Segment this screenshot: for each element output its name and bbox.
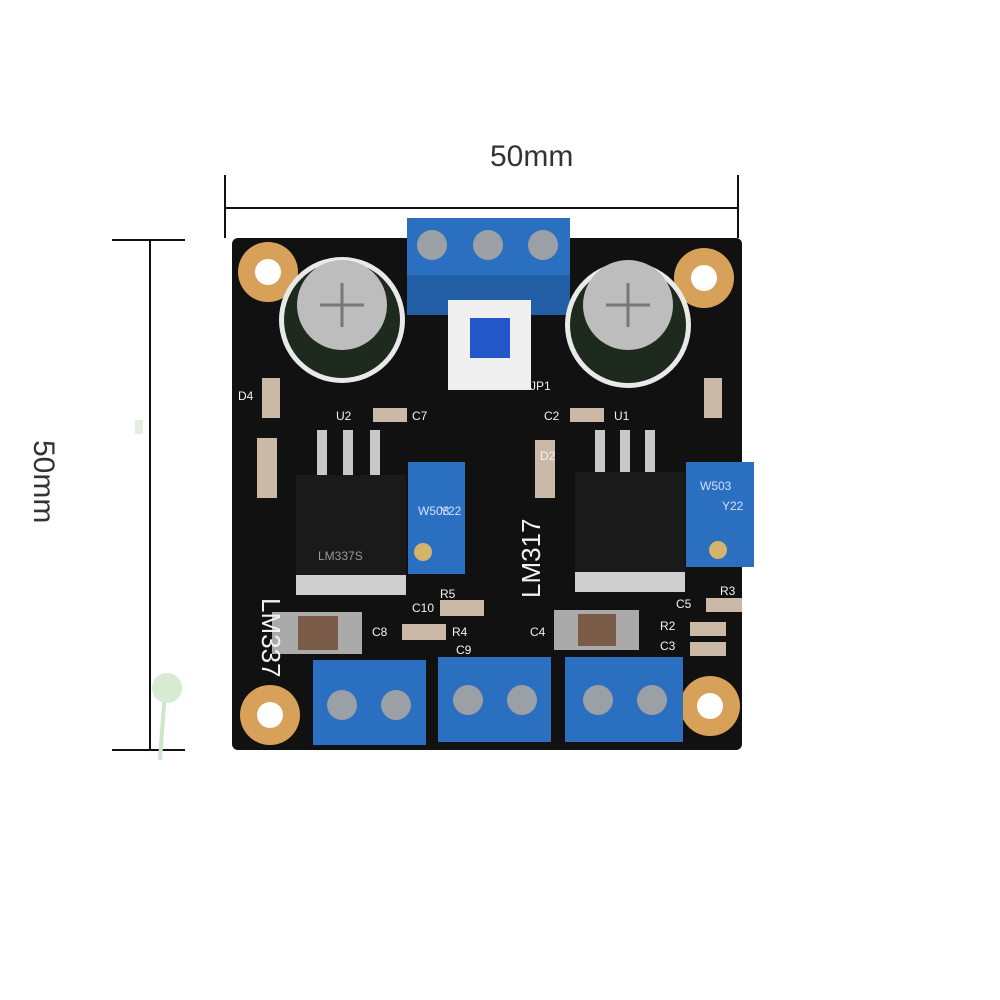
width-dimension-line: [224, 175, 739, 238]
silk-c7: C7: [412, 409, 428, 423]
left-regulator-chip: [296, 430, 406, 595]
capacitor-icon: [279, 257, 691, 388]
pot-right-sub: Y22: [722, 499, 744, 513]
jumper-switch: [448, 300, 531, 390]
silk-c4: C4: [530, 625, 546, 639]
silk-r3: R3: [720, 584, 736, 598]
pot-right-code: W503: [700, 479, 732, 493]
pot-left-code: W503: [418, 504, 450, 518]
silk-c9: C9: [456, 643, 472, 657]
mounting-hole-icon: [238, 242, 740, 745]
silk-u1: U1: [614, 409, 630, 423]
width-dimension-label: 50mm: [490, 140, 574, 173]
silk-c8: C8: [372, 625, 388, 639]
chip-left-marking: LM337S: [318, 549, 363, 563]
height-dimension-line: [112, 239, 185, 751]
silk-u2: U2: [336, 409, 352, 423]
silk-d2: D2: [540, 449, 556, 463]
silk-c5: C5: [676, 597, 692, 611]
left-potentiometer: [408, 462, 465, 574]
silk-c3: C3: [660, 639, 676, 653]
right-potentiometer: [686, 462, 754, 567]
smd-components: [257, 378, 742, 656]
bottom-terminal-blocks: [313, 657, 683, 745]
pot-left-sub: Y22: [440, 504, 462, 518]
inductor-icon: [272, 610, 639, 654]
top-terminal-block: [407, 218, 570, 315]
silk-r4: R4: [452, 625, 468, 639]
silk-d4: D4: [238, 389, 254, 403]
silk-c10: C10: [412, 601, 434, 615]
silk-c2: C2: [544, 409, 560, 423]
right-regulator-chip: [575, 430, 685, 592]
left-regulator-label: LM337: [256, 598, 286, 678]
silk-r5: R5: [440, 587, 456, 601]
silk-r2: R2: [660, 619, 676, 633]
right-regulator-label: LM317: [516, 519, 546, 599]
silk-jp: JP1: [530, 379, 551, 393]
decorative-pin-icon: [135, 420, 182, 761]
